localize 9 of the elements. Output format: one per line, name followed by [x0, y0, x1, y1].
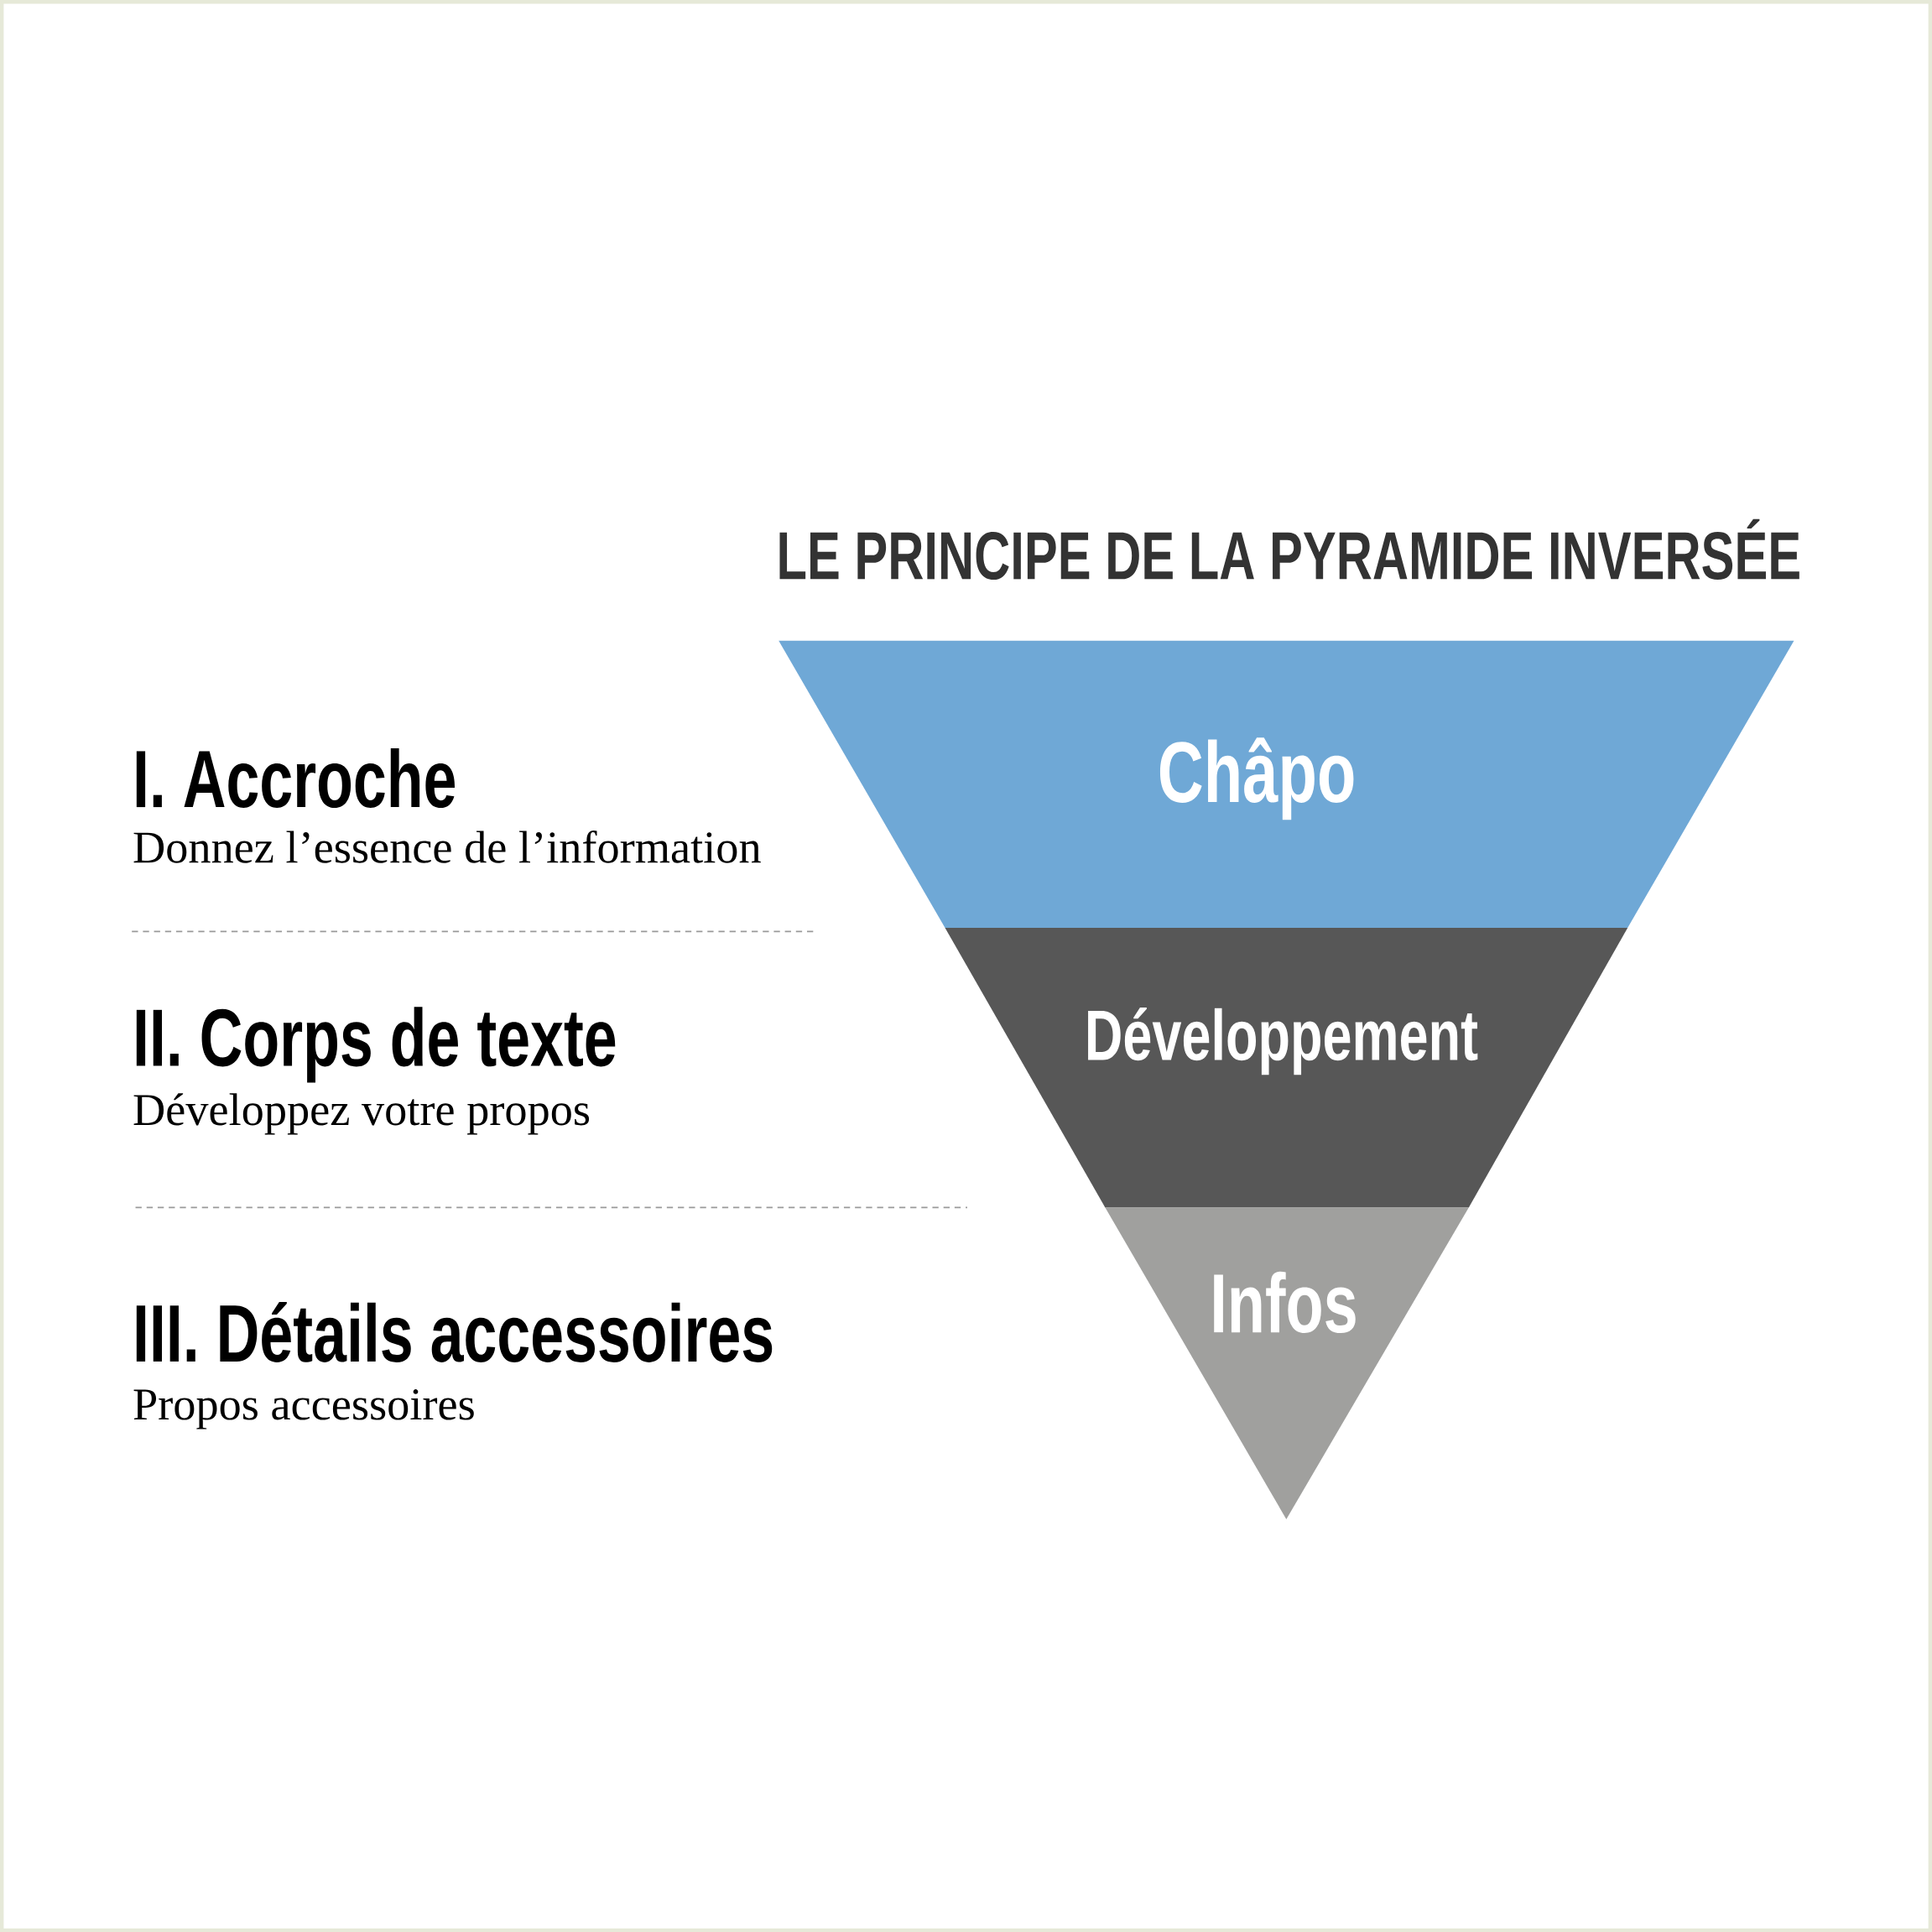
section-heading: II. Corps de texte [136, 1007, 616, 1083]
pyramid-band: Développement [945, 928, 1628, 1208]
title: LE PRINCIPE DE LA PYRAMIDE INVERSÉE [779, 518, 1799, 581]
section-description: Propos accessoires [133, 1389, 474, 1429]
section-heading: III. Détails accessoires [136, 1301, 773, 1362]
section-heading: I. Accroche [136, 747, 455, 809]
section-description: Développez votre propos [133, 1093, 590, 1135]
pyramid-band: Infos [1105, 1207, 1469, 1519]
pyramid-band: Châpo [779, 640, 1794, 929]
